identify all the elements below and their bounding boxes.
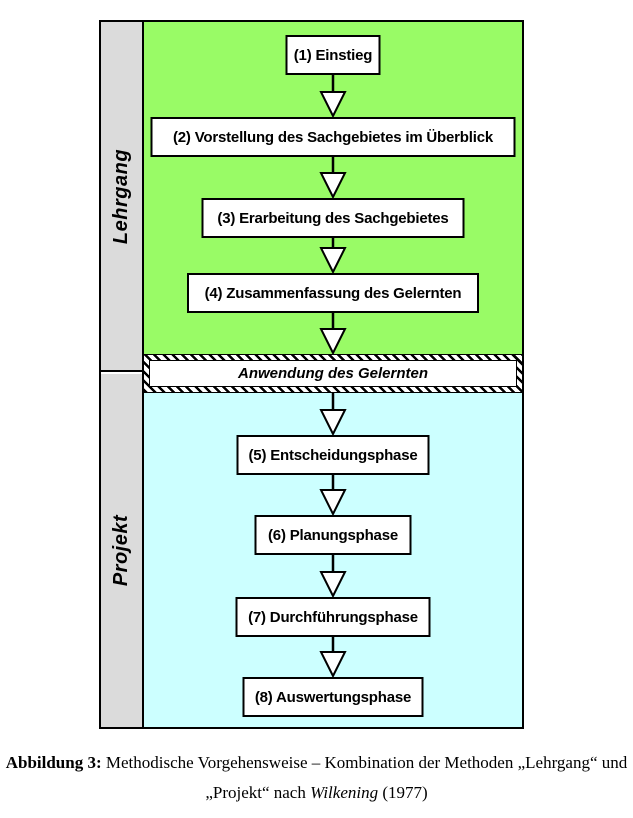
step-box-7: (7) Durchführungsphase (235, 597, 431, 637)
sidebar-label-lehrgang: Lehrgang (110, 148, 132, 244)
diagram-content: (1) Einstieg (2) Vorstellung des Sachgeb… (144, 22, 522, 727)
caption-line-1: Abbildung 3: Methodische Vorgehensweise … (0, 748, 633, 778)
caption-line2-pre: „Projekt“ nach (205, 783, 311, 802)
arrow-down-icon (319, 75, 347, 117)
arrow-down-icon (319, 635, 347, 677)
caption-line2-post: (1977) (378, 783, 428, 802)
arrow-down-icon (319, 473, 347, 515)
sidebar-section-projekt: Projekt (101, 374, 142, 727)
arrow-down-icon (319, 393, 347, 435)
step-box-1: (1) Einstieg (285, 35, 381, 75)
caption-figure-number: Abbildung 3: (5, 753, 102, 772)
sidebar-section-lehrgang: Lehrgang (101, 22, 142, 372)
sidebar-label-projekt: Projekt (110, 514, 132, 587)
step-box-2: (2) Vorstellung des Sachgebietes im Über… (150, 117, 516, 157)
arrow-down-icon (319, 312, 347, 354)
step-box-6: (6) Planungsphase (254, 515, 412, 555)
step-box-8: (8) Auswertungsphase (242, 677, 424, 717)
arrow-down-icon (319, 555, 347, 597)
method-sidebar: Lehrgang Projekt (101, 22, 144, 727)
transition-label: Anwendung des Gelernten (149, 360, 517, 387)
step-box-5: (5) Entscheidungsphase (236, 435, 430, 475)
step-box-3: (3) Erarbeitung des Sachgebietes (201, 198, 465, 238)
figure-caption: Abbildung 3: Methodische Vorgehensweise … (0, 748, 633, 808)
flow-diagram: Lehrgang Projekt (1) Einstieg (2) Vorste… (99, 20, 524, 729)
caption-line-2: „Projekt“ nach Wilkening (1977) (0, 778, 633, 808)
arrow-down-icon (319, 156, 347, 198)
caption-line1-text: Methodische Vorgehensweise – Kombination… (101, 753, 628, 772)
caption-author: Wilkening (310, 783, 379, 802)
transition-band: Anwendung des Gelernten (144, 354, 522, 393)
step-box-4: (4) Zusammenfassung des Gelernten (187, 273, 479, 313)
